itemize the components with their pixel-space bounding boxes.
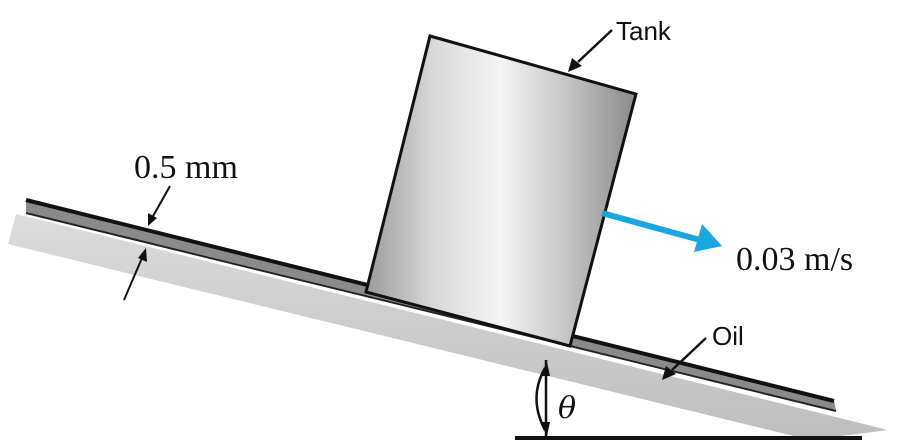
tank-leader-arrowhead (568, 58, 582, 72)
velocity-label: 0.03 m/s (736, 241, 853, 278)
gap-arrow-upper-shaft (151, 185, 171, 219)
tank-body (364, 34, 638, 348)
velocity-arrowhead (694, 224, 722, 252)
inclined-plate (8, 214, 888, 440)
angle-arc-upper-arrowhead (540, 362, 550, 376)
oil-label: Oil (712, 321, 744, 351)
oil-leader-line (671, 337, 707, 371)
tank-label: Tank (616, 16, 672, 46)
plate-top-edge (25, 212, 837, 412)
angle-theta-label: θ (558, 391, 576, 426)
tank-leader-line (577, 29, 613, 63)
gap-arrow-lower-head (138, 248, 147, 262)
gap-dimension-label: 0.5 mm (134, 149, 238, 186)
velocity-arrow-shaft (601, 210, 701, 243)
tank (364, 34, 638, 348)
oil-leader-arrowhead (662, 366, 676, 380)
angle-arc (535, 367, 547, 431)
gap-arrow-upper-head (148, 213, 157, 226)
angle-arc-lower-arrowhead (540, 422, 550, 436)
gap-arrow-lower-shaft (123, 257, 143, 301)
